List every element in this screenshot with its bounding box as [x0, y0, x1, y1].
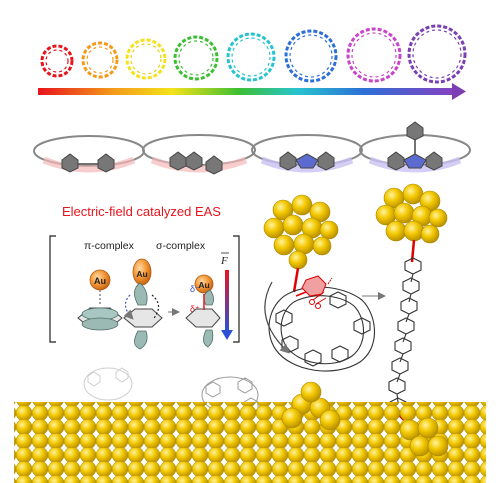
au-c-bond	[292, 267, 300, 293]
delta-plus-label: δ⁺	[190, 304, 200, 314]
nanohoop-ring-6	[284, 29, 338, 83]
field-label: F	[220, 255, 228, 267]
nanohoop-row	[40, 24, 467, 84]
ring-unit-carbazole	[251, 134, 363, 173]
au-label: Au	[136, 269, 147, 279]
oligophenylene-chain	[388, 257, 422, 415]
delta-minus-label: δ⁻	[190, 284, 200, 294]
sigma-complex: Au δ⁻ δ⁺	[185, 274, 221, 348]
electric-field-arrow-icon: F	[220, 252, 233, 340]
nanohoop-macrocycle	[268, 286, 375, 372]
ghost-nanohoop-left	[83, 367, 133, 401]
nanohoop-ring-4	[173, 35, 219, 81]
nanohoop-ring-1	[40, 44, 74, 78]
gold-cluster-top-left	[263, 194, 339, 270]
au-label: Au	[198, 280, 209, 290]
gold-cluster-top-right	[375, 183, 448, 244]
nanohoop-ring-8	[407, 24, 467, 84]
nanohoop-ring-2	[81, 41, 119, 79]
ring-unit-carbazole-substituted	[359, 121, 471, 173]
reactive-arene	[295, 275, 327, 297]
gold-adatom-cluster-right	[399, 417, 449, 457]
mechanism-box: Au Au Au δ⁻ δ⁺	[49, 235, 240, 350]
orbital-complex: Au	[123, 258, 163, 350]
nanohoop-ring-5	[226, 32, 276, 82]
nanohoop-ring-3	[125, 38, 167, 80]
gold-adatom-cluster-center	[281, 381, 341, 431]
ring-unit-naphthyl	[142, 134, 256, 175]
nanohoop-ring-7	[346, 27, 402, 83]
cleavage-mark	[327, 277, 333, 285]
ring-unit-biphenyl	[33, 135, 145, 173]
rainbow-arrow-icon	[38, 83, 466, 100]
sigma-complex-label: σ-complex	[156, 240, 206, 252]
scissors-icon	[309, 291, 327, 309]
gold-surface	[14, 402, 486, 483]
figure-title: Electric-field catalyzed EAS	[62, 204, 221, 219]
pi-complex-label: π-complex	[84, 240, 134, 252]
curved-arrow-icon	[264, 281, 290, 354]
pi-complex: Au	[77, 269, 123, 331]
au-label: Au	[94, 276, 106, 286]
